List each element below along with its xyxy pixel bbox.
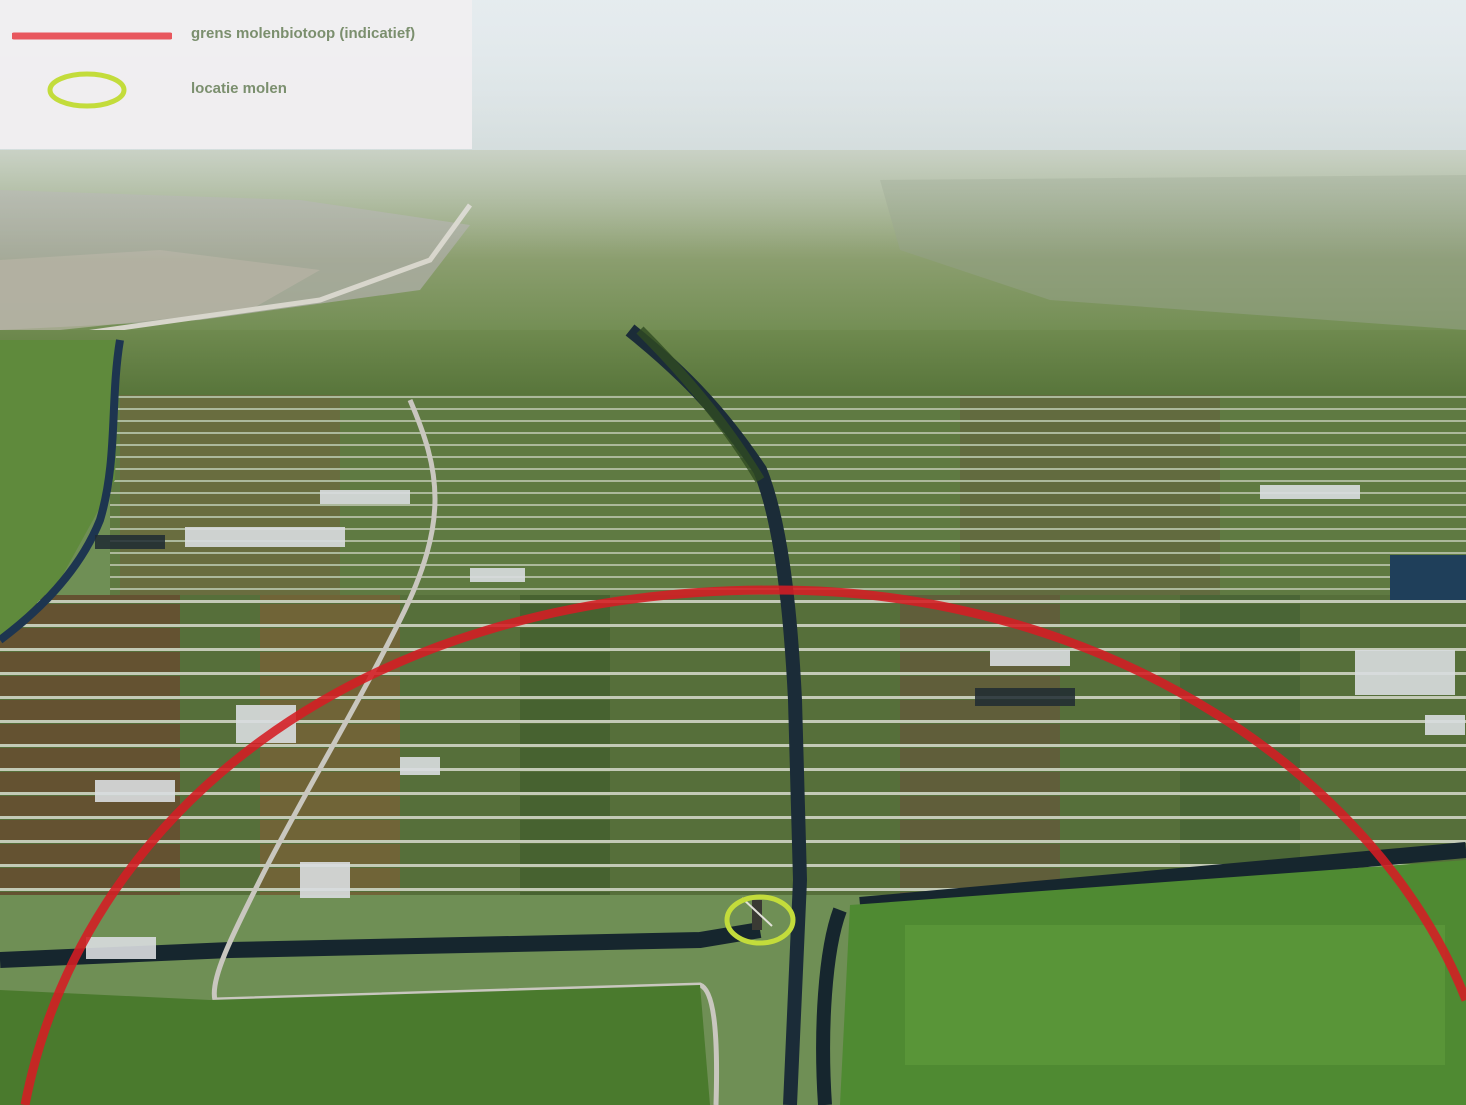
red-line-swatch-icon (12, 32, 172, 40)
mill-location-marker (724, 894, 796, 946)
legend-label-mill: locatie molen (191, 80, 287, 97)
legend-label-boundary: grens molenbiotoop (indicatief) (191, 25, 416, 42)
mill-biotope-boundary (20, 585, 1466, 1105)
legend-item-mill: locatie molen (0, 70, 472, 110)
green-ring-swatch-icon (47, 71, 127, 109)
legend-item-boundary: grens molenbiotoop (indicatief) (0, 15, 472, 55)
map-legend: grens molenbiotoop (indicatief) locatie … (0, 0, 472, 149)
